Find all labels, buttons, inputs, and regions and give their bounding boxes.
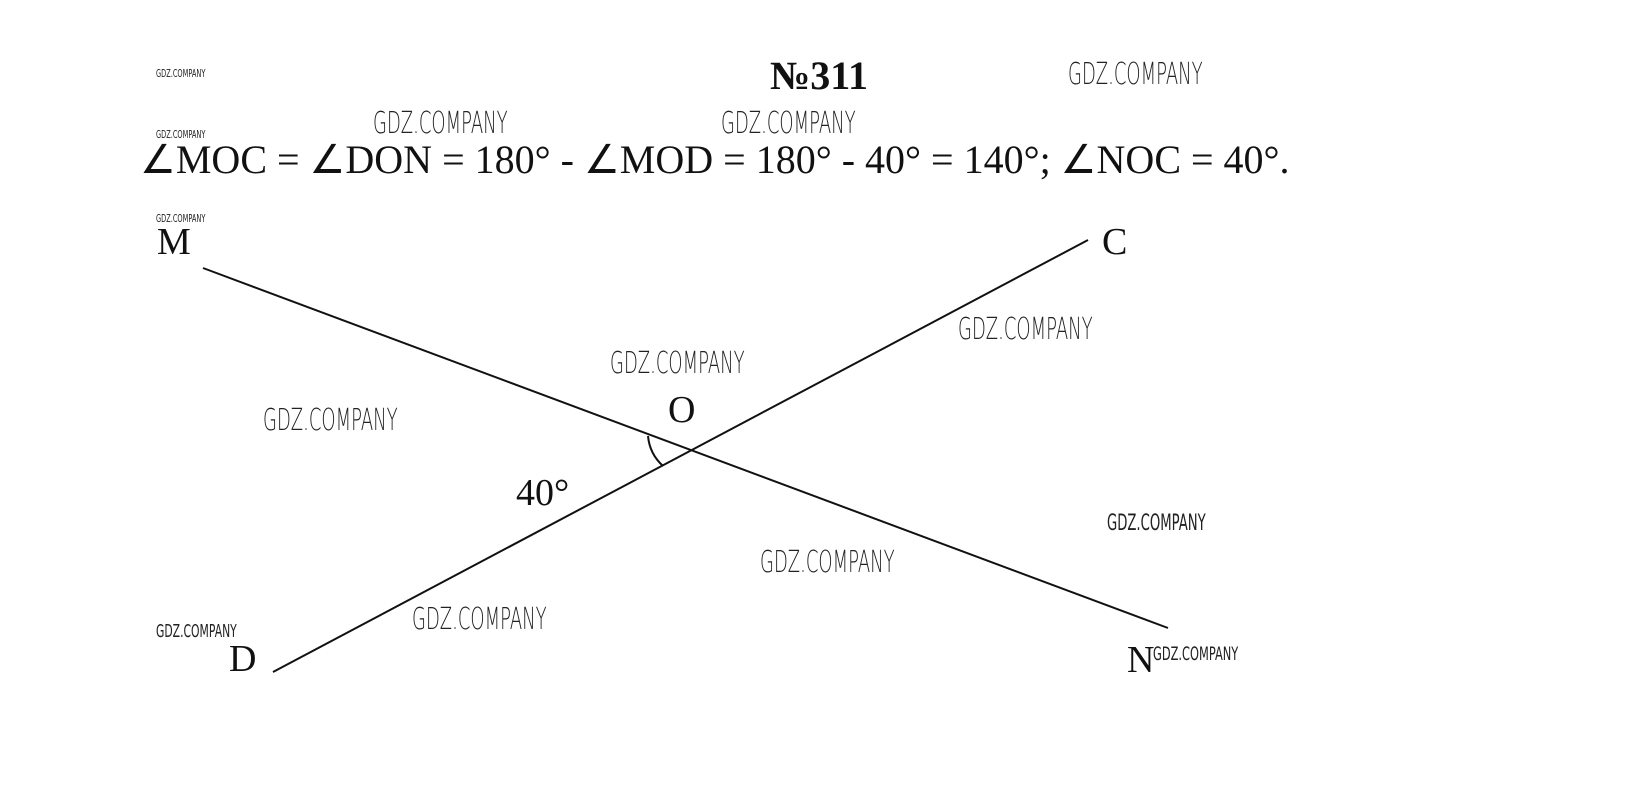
line-dc bbox=[272, 239, 1089, 673]
point-label-n: N bbox=[1127, 639, 1154, 681]
watermark: GDZ.COMPANY bbox=[263, 403, 398, 438]
watermark: GDZ.COMPANY bbox=[412, 602, 547, 637]
watermark: GDZ.COMPANY bbox=[958, 312, 1093, 347]
watermark: GDZ.COMPANY bbox=[156, 212, 206, 225]
point-label-o: O bbox=[668, 389, 695, 431]
watermark: GDZ.COMPANY bbox=[156, 67, 206, 80]
angle-label: 40° bbox=[516, 472, 569, 514]
angle-arc-mod bbox=[647, 435, 664, 467]
watermark: GDZ.COMPANY bbox=[1153, 643, 1239, 665]
watermark: GDZ.COMPANY bbox=[373, 106, 508, 141]
watermark: GDZ.COMPANY bbox=[156, 128, 206, 141]
watermark: GDZ.COMPANY bbox=[1107, 511, 1206, 536]
line-mn bbox=[202, 267, 1169, 629]
problem-number: №311 bbox=[770, 53, 868, 98]
point-label-c: C bbox=[1102, 221, 1127, 263]
watermark: GDZ.COMPANY bbox=[1068, 57, 1203, 92]
watermark: GDZ.COMPANY bbox=[721, 106, 856, 141]
watermark: GDZ.COMPANY bbox=[610, 346, 745, 381]
watermark: GDZ.COMPANY bbox=[156, 621, 237, 642]
solution-equation: ∠MOC = ∠DON = 180° - ∠MOD = 180° - 40° =… bbox=[140, 137, 1290, 182]
watermark: GDZ.COMPANY bbox=[760, 545, 895, 580]
point-label-d: D bbox=[229, 638, 256, 680]
point-label-m: M bbox=[157, 221, 191, 263]
